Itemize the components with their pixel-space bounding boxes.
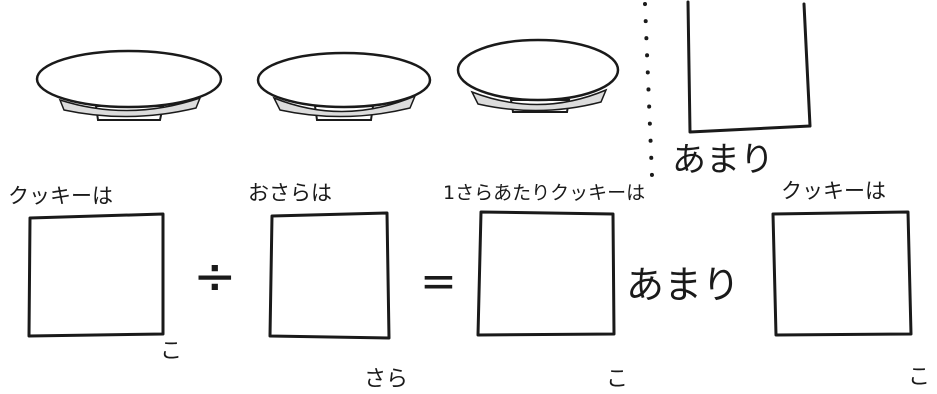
equals-symbol: = (420, 256, 457, 307)
cookies-label: クッキーは (8, 184, 113, 208)
plates-label: おさらは (248, 181, 332, 205)
unit-ko-3: こ (908, 365, 930, 390)
remainder-word: あまり (626, 263, 740, 307)
answer-box-remainder[interactable] (771, 210, 913, 337)
remainder-label: あまり (672, 140, 774, 180)
divide-symbol: ÷ (193, 247, 237, 307)
plate-icon (256, 51, 432, 121)
remainder-cookies-label: クッキーは (781, 179, 886, 203)
unit-ko-1: こ (160, 339, 182, 364)
answer-box-cookies[interactable] (27, 212, 165, 338)
unit-sara: さら (364, 367, 408, 392)
plate-icon (35, 49, 223, 121)
per-plate-label: 1さらあたりクッキーは (443, 182, 645, 204)
plate-icon (456, 38, 620, 113)
remainder-cup (686, 0, 812, 134)
unit-ko-2: こ (606, 367, 628, 392)
dotted-divider (643, 2, 654, 178)
answer-box-plates[interactable] (268, 211, 391, 340)
answer-box-per-plate[interactable] (476, 210, 616, 337)
